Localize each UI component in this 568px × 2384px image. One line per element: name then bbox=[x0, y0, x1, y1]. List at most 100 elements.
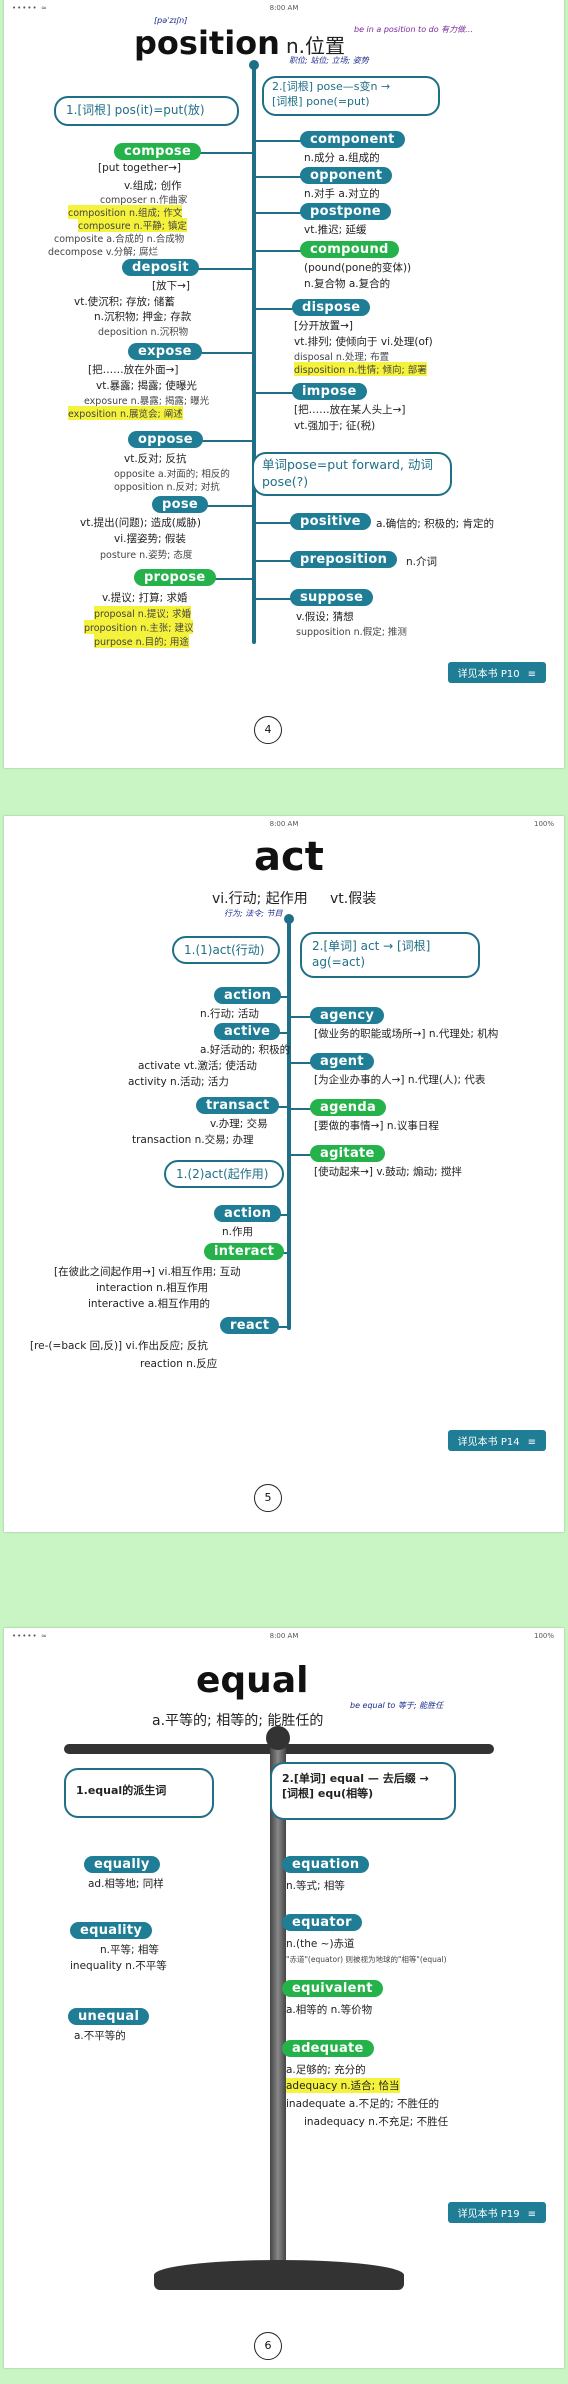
compose-line: composite a.合成的 n.合成物 bbox=[54, 234, 185, 245]
battery-level: 100% bbox=[533, 820, 554, 828]
node-oppose: oppose bbox=[128, 431, 203, 448]
node-agent: agent bbox=[310, 1053, 374, 1070]
postpone-line: vt.推迟; 延缓 bbox=[304, 224, 367, 236]
headword-gloss: n.位置 bbox=[286, 34, 346, 58]
word-box: 2.[词根] pose—s变n → [词根] pone(=put) bbox=[262, 76, 440, 116]
adequate-line: inadequacy n.不充足; 不胜任 bbox=[304, 2116, 449, 2128]
preposition-line: n.介词 bbox=[406, 556, 437, 568]
node-action-2: action bbox=[214, 1205, 282, 1222]
propose-line: purpose n.目的; 用途 bbox=[94, 634, 189, 648]
node-compose: compose bbox=[114, 143, 202, 160]
gloss-handnote: be in a position to do 有力做… bbox=[354, 25, 474, 34]
root-box-label: 1.(2)act(起作用) bbox=[176, 1167, 269, 1181]
oppose-line: opposite a.对面的; 相反的 bbox=[114, 469, 230, 480]
node-transact: transact bbox=[196, 1097, 280, 1114]
node-agency: agency bbox=[310, 1007, 385, 1024]
word-box-line2: [词根] equ(相等) bbox=[282, 1786, 374, 1800]
deposit-line: vt.使沉积; 存放; 储蓄 bbox=[74, 296, 175, 308]
dispose-line: vt.排列; 使倾向于 vi.处理(of) bbox=[294, 336, 433, 348]
interact-line: [在彼此之间起作用→] vi.相互作用; 互动 bbox=[54, 1266, 241, 1278]
node-agenda: agenda bbox=[310, 1099, 387, 1116]
deposit-line: n.沉积物; 押金; 存款 bbox=[94, 311, 192, 323]
pose-line: posture n.姿势; 态度 bbox=[100, 550, 193, 561]
battery-level: 100% bbox=[533, 1632, 554, 1640]
compose-line: composure n.平静; 镇定 bbox=[78, 218, 187, 232]
equator-line: "赤道"(equator) 则被视为地球的"相等"(equal) bbox=[286, 1955, 447, 1964]
tree-trunk bbox=[287, 920, 291, 1330]
node-deposit: deposit bbox=[122, 259, 199, 276]
node-postpone: postpone bbox=[300, 203, 391, 220]
book-reference-badge: 详见本书 P10 bbox=[447, 662, 546, 683]
tree-root-dot bbox=[249, 60, 259, 70]
branch bbox=[291, 1062, 311, 1064]
react-line: [re-(=back 回,反)] vi.作出反应; 反抗 bbox=[30, 1340, 208, 1352]
notebook-page-act: 8:00 AM 100% act vi.行动; 起作用 vt.假装 行为; 法令… bbox=[4, 816, 564, 1532]
active-line: activate vt.激活; 使活动 bbox=[138, 1060, 257, 1072]
node-component: component bbox=[300, 131, 405, 148]
root-box-label: 1.equal的派生词 bbox=[76, 1784, 167, 1797]
expose-line: [把……放在外面→] bbox=[88, 364, 179, 376]
node-compound: compound bbox=[300, 241, 399, 258]
branch bbox=[256, 250, 302, 252]
node-positive: positive bbox=[290, 513, 371, 530]
expose-line: exposition n.展览会; 阐述 bbox=[68, 406, 183, 420]
equivalent-line: a.相等的 n.等价物 bbox=[286, 2004, 373, 2016]
page-number: 6 bbox=[254, 2332, 282, 2360]
node-expose: expose bbox=[128, 343, 202, 360]
gloss-handnote: 行为; 法令; 节目 bbox=[224, 909, 283, 918]
branch bbox=[256, 560, 292, 562]
question-box-text: 单词pose=put forward, 动词pose(?) bbox=[262, 457, 433, 489]
node-suppose: suppose bbox=[290, 589, 374, 606]
page-number: 4 bbox=[254, 716, 282, 744]
node-opponent: opponent bbox=[300, 167, 393, 184]
pose-line: vt.提出(问题); 造成(威胁) bbox=[80, 517, 201, 529]
book-reference-badge: 详见本书 P19 bbox=[447, 2202, 546, 2223]
status-time: 8:00 AM bbox=[269, 4, 299, 12]
root-box: 1.[词根] pos(it)=put(放) bbox=[54, 96, 239, 126]
branch bbox=[256, 522, 292, 524]
node-impose: impose bbox=[292, 383, 367, 400]
expose-line: exposure n.暴露; 揭露; 曝光 bbox=[84, 396, 210, 407]
branch bbox=[190, 152, 252, 154]
node-react: react bbox=[220, 1317, 280, 1334]
compound-line: (pound(pone的变体)) bbox=[304, 262, 412, 274]
equality-line: inequality n.不平等 bbox=[70, 1960, 167, 1972]
compose-line: composer n.作曲家 bbox=[100, 195, 188, 206]
node-agitate: agitate bbox=[310, 1145, 385, 1162]
node-equivalent: equivalent bbox=[282, 1980, 383, 1997]
headword: act bbox=[254, 834, 324, 880]
pose-line: vi.摆姿势; 假装 bbox=[114, 533, 186, 545]
branch bbox=[256, 212, 302, 214]
word-box-line2: [词根] pone(=put) bbox=[272, 94, 370, 108]
book-reference-badge: 详见本书 P14 bbox=[447, 1430, 546, 1451]
root-box: 1.equal的派生词 bbox=[64, 1768, 214, 1818]
compose-line: v.组成; 创作 bbox=[124, 180, 182, 192]
node-equation: equation bbox=[282, 1856, 370, 1873]
deposit-line: [放下→] bbox=[152, 280, 190, 292]
adequate-line: adequacy n.适合; 恰当 bbox=[286, 2078, 400, 2093]
component-line: n.成分 a.组成的 bbox=[304, 152, 380, 164]
word-box-line2: ag(=act) bbox=[312, 955, 366, 970]
agitate-line: [使动起来→] v.鼓动; 煽动; 搅拌 bbox=[314, 1166, 462, 1178]
phonetic-note: [pəˈzɪʃn] bbox=[154, 16, 188, 25]
root-box-label: 1.[词根] pos(it)=put(放) bbox=[66, 103, 205, 117]
branch bbox=[256, 308, 294, 310]
branch bbox=[256, 140, 302, 142]
react-line: reaction n.反应 bbox=[140, 1358, 218, 1370]
branch bbox=[190, 268, 252, 270]
branch bbox=[291, 1154, 311, 1156]
status-time: 8:00 AM bbox=[269, 1632, 299, 1640]
equator-line: n.(the ~)赤道 bbox=[286, 1938, 355, 1950]
propose-line: proposition n.主张; 建议 bbox=[84, 620, 194, 634]
deposit-line: deposition n.沉积物 bbox=[98, 327, 189, 338]
propose-line: proposal n.提议; 求婚 bbox=[94, 606, 192, 620]
node-propose: propose bbox=[134, 569, 216, 586]
equation-line: n.等式; 相等 bbox=[286, 1880, 345, 1892]
dispose-line: [分开放置→] bbox=[294, 320, 353, 332]
branch bbox=[190, 352, 252, 354]
agent-line: [为企业办事的人→] n.代理(人); 代表 bbox=[314, 1074, 486, 1086]
word-box-line1: 2.[单词] equal — 去后缀 → bbox=[282, 1772, 429, 1785]
transact-line: v.办理; 交易 bbox=[210, 1118, 268, 1130]
node-action: action bbox=[214, 987, 282, 1004]
branch bbox=[200, 505, 252, 507]
